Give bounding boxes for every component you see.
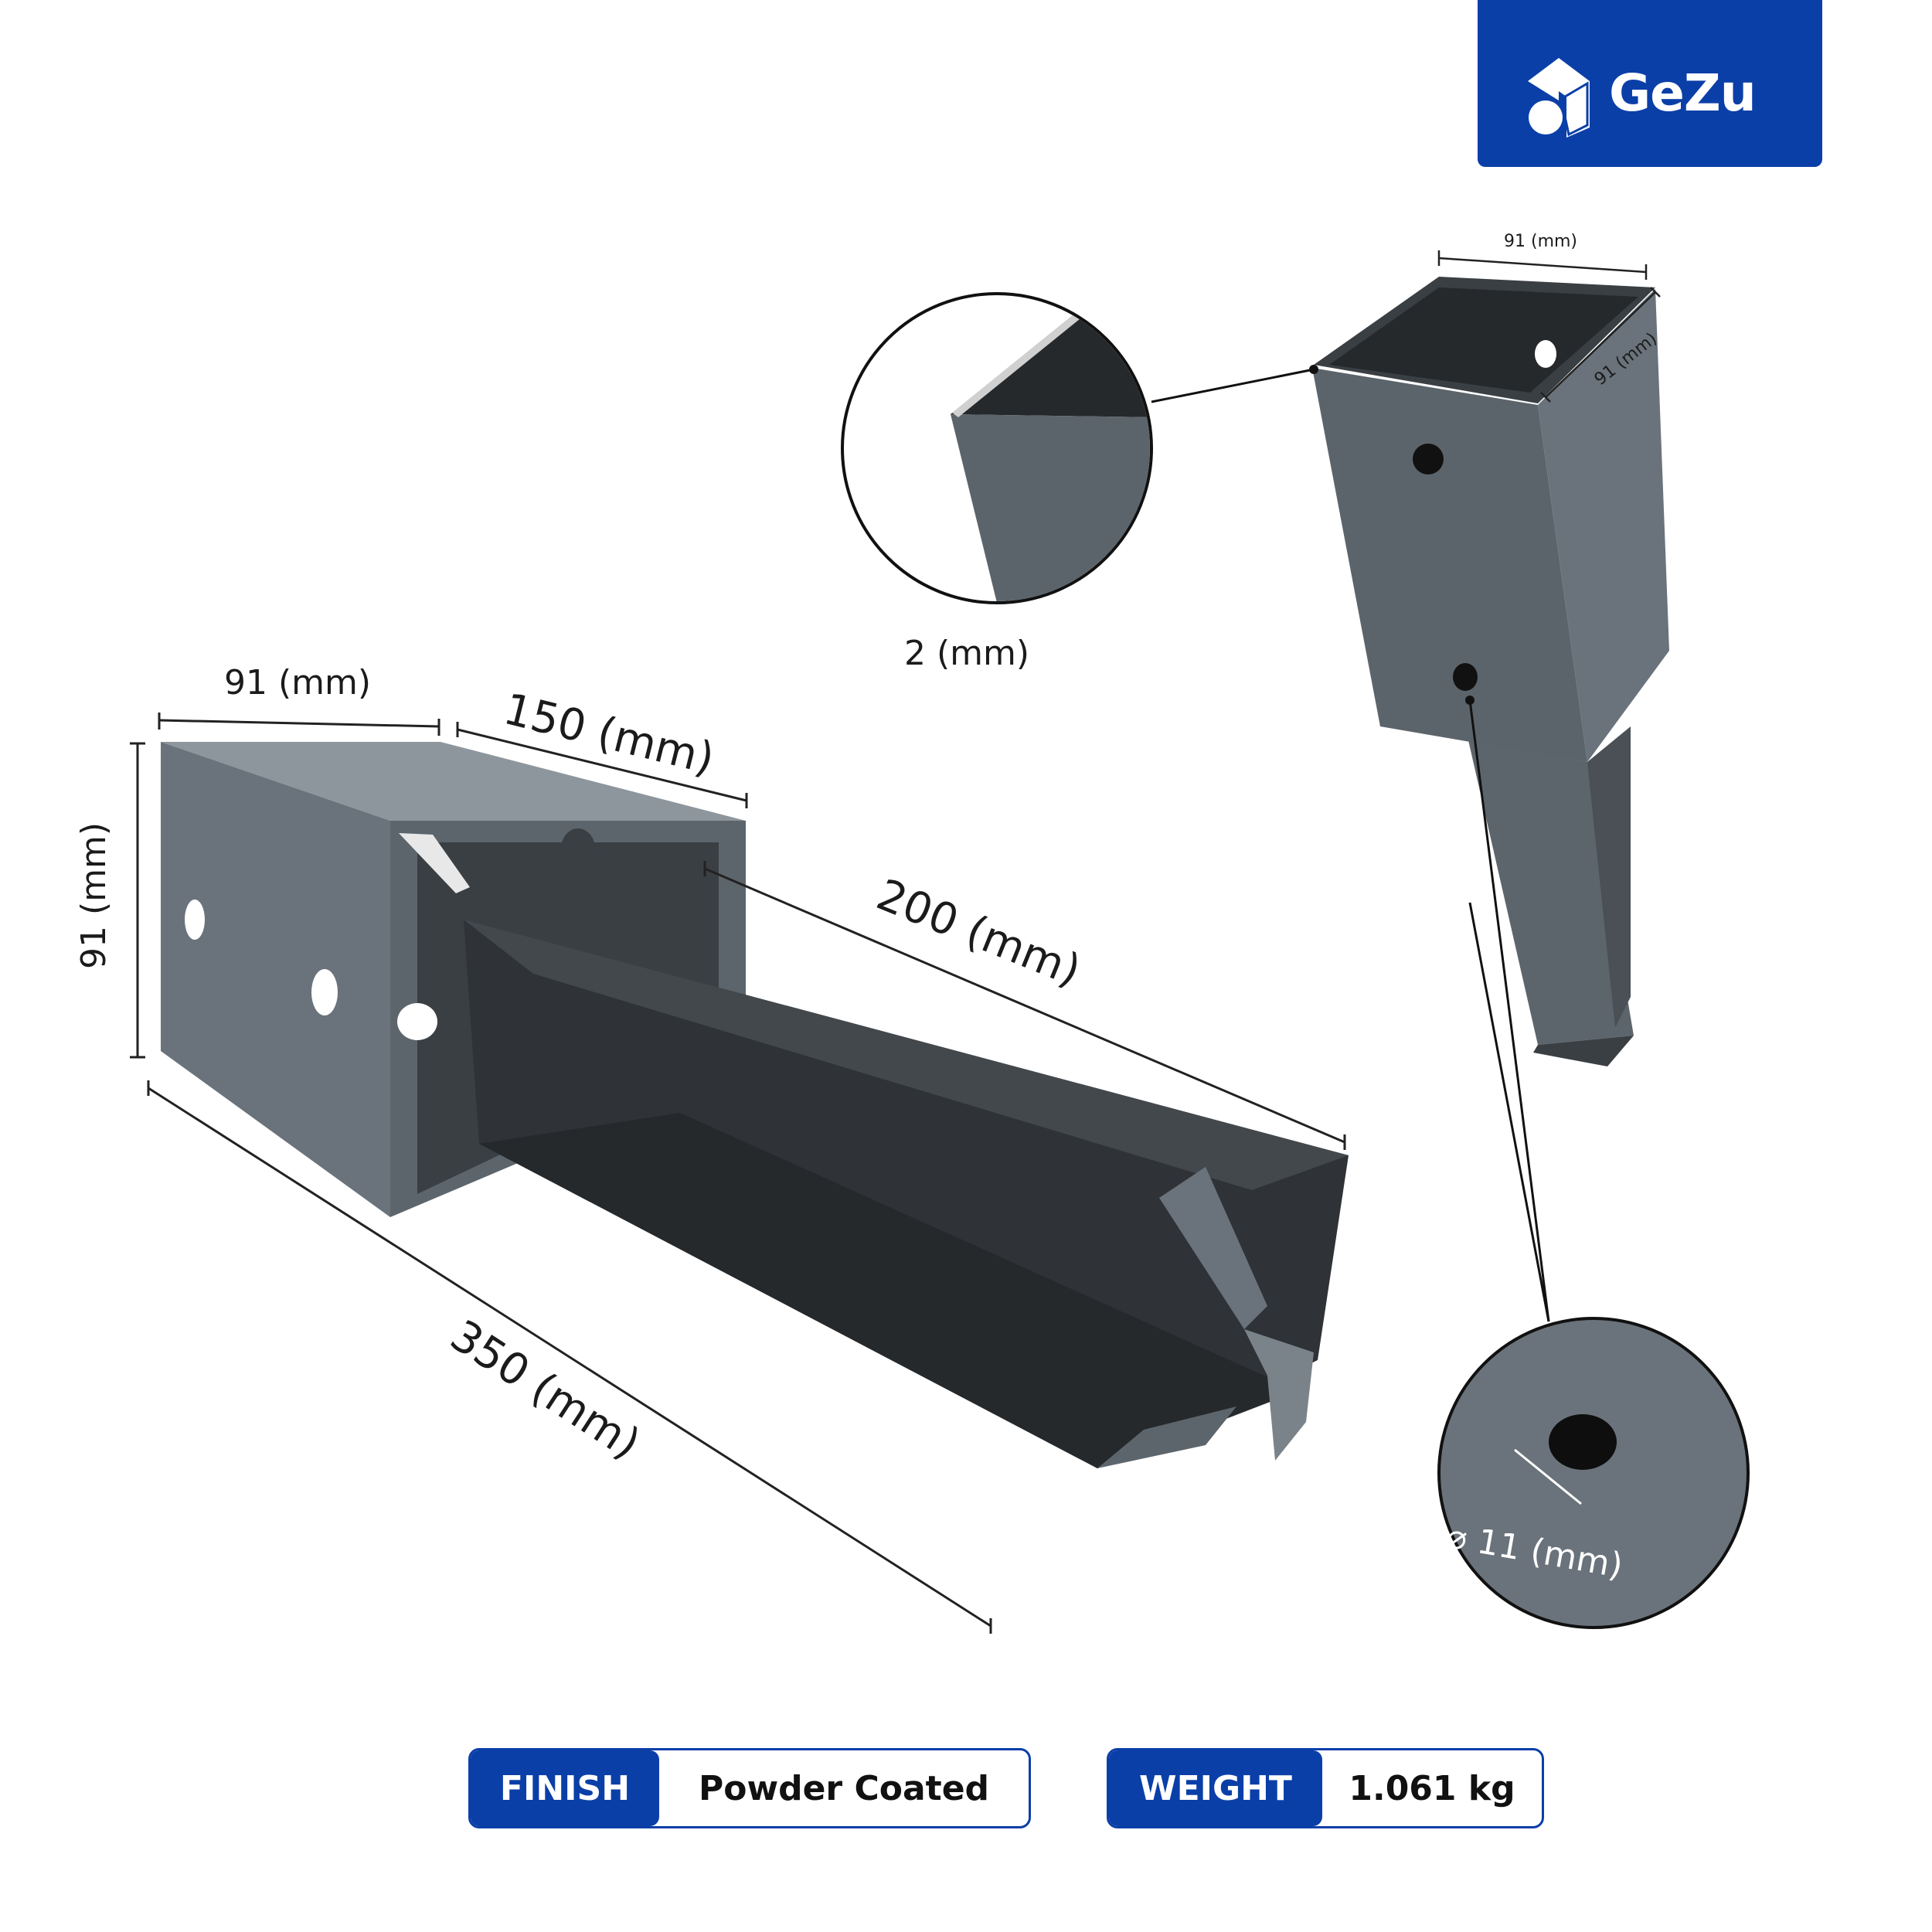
brand-logo-text: GeZu: [1609, 63, 1757, 123]
dimension-lines: [130, 713, 1346, 1634]
spec-finish-value: Powder Coated: [698, 1768, 990, 1808]
spec-weight: WEIGHT 1.061 kg: [1107, 1748, 1544, 1828]
spec-weight-value: 1.061 kg: [1349, 1768, 1515, 1808]
spec-weight-label: WEIGHT: [1109, 1750, 1322, 1826]
hole-diameter-callout: [1437, 696, 1750, 1629]
dimension-top-width: 91 (mm): [1504, 232, 1578, 251]
house-logo-icon: [1528, 58, 1590, 138]
spec-finish-label: FINISH: [471, 1750, 659, 1826]
main-anchor-illustration: [161, 742, 1349, 1468]
dimension-main-width: 91 (mm): [224, 663, 372, 702]
upright-dimension-lines: [1437, 250, 1661, 403]
dimension-main-height: 91 (mm): [74, 821, 114, 969]
brand-logo-badge: [1478, 0, 1822, 167]
spec-finish: FINISH Powder Coated: [468, 1748, 1031, 1828]
thickness-callout: [841, 292, 1318, 604]
dimension-thickness: 2 (mm): [904, 634, 1030, 673]
upright-anchor-illustration: [1312, 277, 1669, 1066]
